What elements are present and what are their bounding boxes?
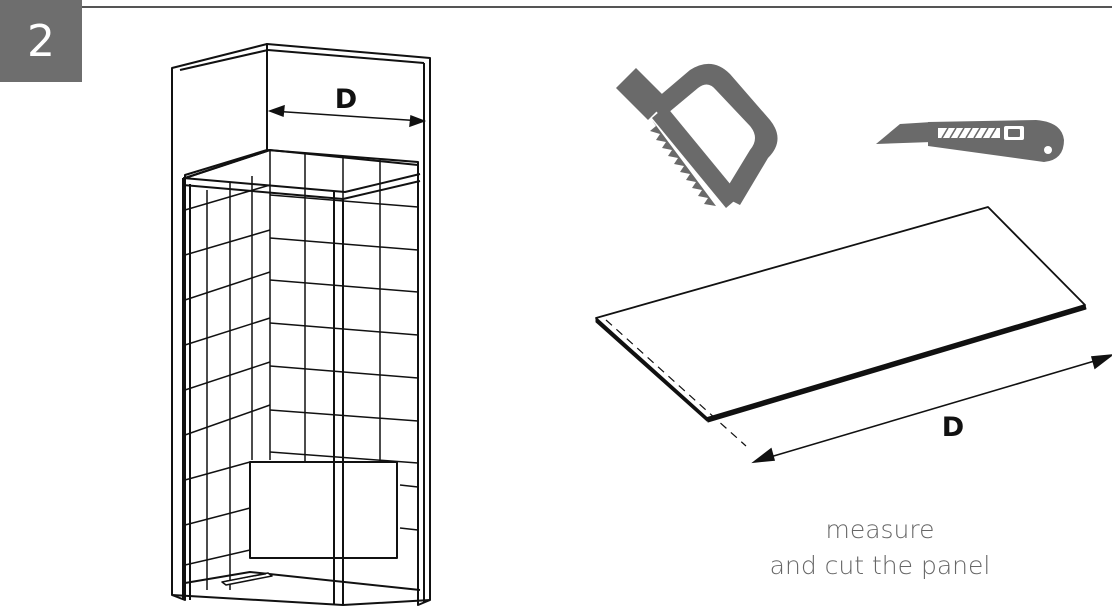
left-wall-tiles xyxy=(184,150,271,590)
shower-enclosure-illustration xyxy=(171,43,431,606)
caption-line-1: measure xyxy=(825,515,935,544)
panel-illustration xyxy=(595,206,1087,447)
instruction-caption: measure and cut the panel xyxy=(730,512,1030,584)
top-rule xyxy=(82,6,1112,8)
utility-knife-icon xyxy=(876,120,1064,162)
hacksaw-icon xyxy=(616,63,778,208)
caption-line-2: and cut the panel xyxy=(769,551,991,580)
enclosure-dimension-arrow xyxy=(267,104,427,128)
enclosure-dimension-label: D xyxy=(335,84,357,115)
panel-dimension-arrow xyxy=(751,354,1112,464)
step-number-badge: 2 xyxy=(0,0,82,82)
panel-dimension-label: D xyxy=(942,412,964,443)
